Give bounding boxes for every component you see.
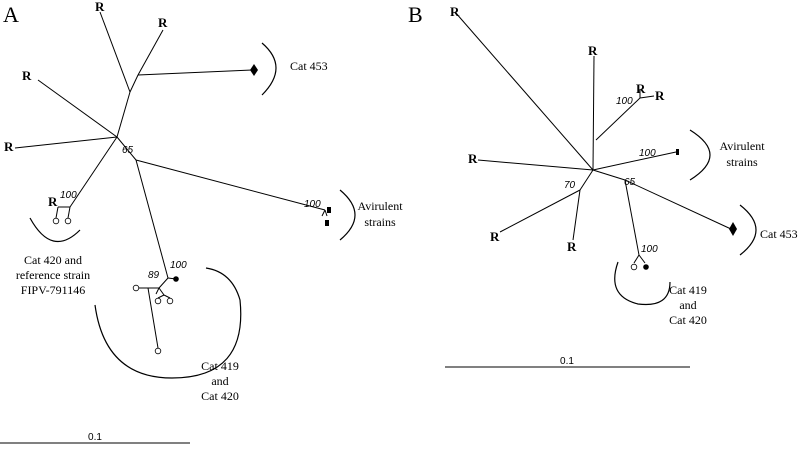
panel-b-leaf-r-3: R: [636, 81, 646, 96]
panel-a-leaf-r-3: R: [22, 68, 32, 83]
panel-b-bootstrap-70: 70: [564, 180, 576, 191]
panel-a-open-circle-2: [64, 217, 72, 225]
panel-a-filled-circle: [173, 276, 179, 282]
panel-b-arc-cat453: [739, 204, 757, 256]
panel-a-label: A: [3, 2, 19, 27]
panel-a-square-marker-2: [325, 220, 329, 226]
panel-b-group-cat453-label: Cat 453: [760, 227, 798, 241]
panel-a-leaf-r-2: R: [158, 15, 168, 30]
panel-a-group-cat420-line2: reference strain: [16, 268, 90, 282]
panel-a-open-circle-3: [132, 284, 140, 292]
panel-b-group-avirulent-line1: Avirulent: [719, 139, 765, 153]
panel-b-leaf-r-1: R: [450, 4, 460, 19]
panel-b-leaf-r-2: R: [588, 43, 598, 58]
panel-a-group-cat420-line1: Cat 420 and: [24, 253, 82, 267]
panel-b-arc-avirulent: [689, 129, 711, 181]
panel-b-square-marker: [676, 149, 679, 155]
panel-a-group-cat419-line1: Cat 419: [201, 359, 239, 373]
panel-b-bootstrap-65: 65: [624, 177, 636, 188]
panel-b-group-cat419-line3: Cat 420: [669, 313, 707, 327]
panel-a-leaf-r-5: R: [48, 194, 58, 209]
panel-b-bootstrap-100-b: 100: [639, 148, 656, 159]
panel-a-open-circle-5: [166, 297, 174, 305]
panel-a-leaf-r-4: R: [4, 139, 14, 154]
panel-a: A R: [0, 0, 403, 444]
panel-a-group-cat453-label: Cat 453: [290, 59, 328, 73]
panel-b-group-cat419-line1: Cat 419: [669, 283, 707, 297]
panel-b-leaf-r-5: R: [468, 151, 478, 166]
panel-a-bootstrap-100-c: 100: [170, 260, 187, 271]
panel-b-group-cat419-line2: and: [679, 298, 696, 312]
panel-a-leaf-r-1: R: [95, 0, 105, 14]
panel-b-leaf-r-6: R: [490, 229, 500, 244]
panel-a-arc-cat419-420: [94, 267, 242, 379]
panel-b-scale-label: 0.1: [560, 356, 574, 367]
panel-b-arc-cat419-420: [614, 261, 671, 306]
panel-a-open-circle-1: [52, 217, 60, 225]
panel-b-leaf-r-7: R: [567, 239, 577, 254]
panel-a-tree-branches: [14, 11, 328, 349]
panel-a-scale-label: 0.1: [88, 432, 102, 443]
panel-a-bootstrap-89: 89: [148, 270, 160, 281]
panel-a-group-cat419-line2: and: [211, 374, 228, 388]
panel-b-leaf-r-4: R: [655, 88, 665, 103]
panel-b-label: B: [408, 2, 423, 27]
panel-b-tree-branches: [454, 11, 732, 264]
panel-a-bootstrap-100-a: 100: [60, 190, 77, 201]
panel-a-group-avirulent-line1: Avirulent: [357, 199, 403, 213]
panel-a-arc-avirulent: [339, 189, 356, 241]
panel-a-group-cat420-line3: FIPV-791146: [21, 283, 85, 297]
panel-a-open-circle-4: [154, 297, 162, 305]
panel-a-arc-cat420-ref: [29, 217, 81, 243]
panel-a-bootstrap-65: 65: [122, 145, 134, 156]
panel-a-bootstrap-100-b: 100: [304, 199, 321, 210]
panel-b-filled-circle: [643, 264, 649, 270]
panel-a-square-marker-1: [327, 207, 331, 213]
panel-b-diamond-marker: [729, 222, 737, 236]
panel-b: B R R R R R R R: [408, 2, 798, 368]
panel-a-open-circle-6: [154, 347, 162, 355]
panel-b-bootstrap-100-c: 100: [641, 244, 658, 255]
panel-b-group-avirulent-line2: strains: [726, 155, 758, 169]
panel-a-group-cat419-line3: Cat 420: [201, 389, 239, 403]
panel-b-open-circle: [630, 263, 638, 271]
panel-a-arc-cat453: [261, 42, 277, 96]
panel-a-diamond-marker: [250, 64, 258, 76]
panel-b-bootstrap-100-a: 100: [616, 96, 633, 107]
panel-a-group-avirulent-line2: strains: [364, 215, 396, 229]
